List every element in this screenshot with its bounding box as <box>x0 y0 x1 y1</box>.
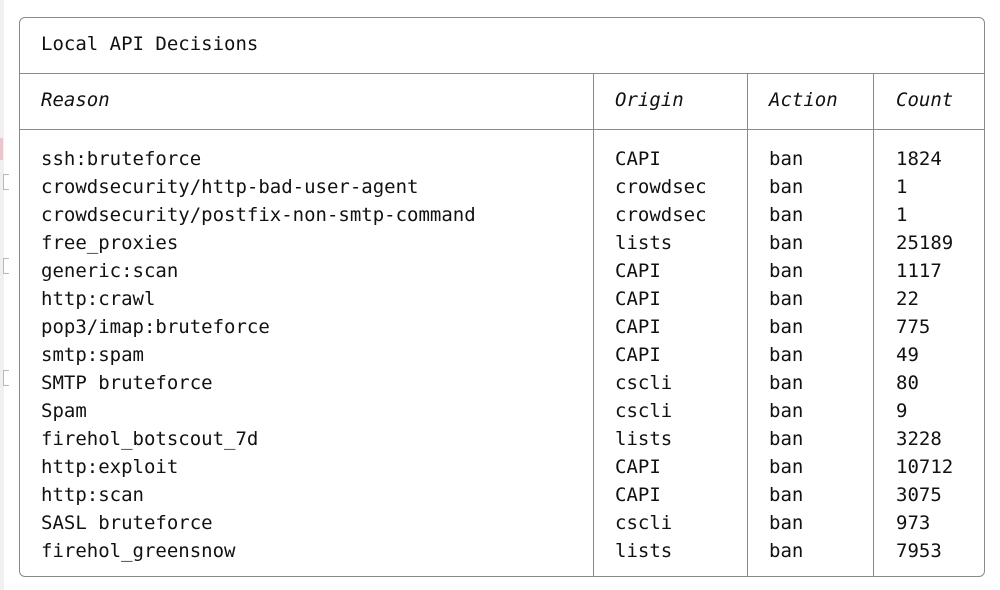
table-row: crowdsecurity/postfix-non-smtp-command c… <box>20 201 984 229</box>
cell-reason: firehol_greensnow <box>41 540 236 562</box>
cell-action: ban <box>769 512 804 534</box>
header-origin: Origin <box>615 89 684 111</box>
cell-origin: CAPI <box>615 344 661 366</box>
cell-action: ban <box>769 456 804 478</box>
cell-origin: cscli <box>615 372 673 394</box>
table-row: http:crawl CAPI ban 22 <box>20 285 984 313</box>
cell-origin: cscli <box>615 400 673 422</box>
cell-action: ban <box>769 204 804 226</box>
cell-reason: Spam <box>41 400 87 422</box>
table-row: SMTP bruteforce cscli ban 80 <box>20 369 984 397</box>
cell-action: ban <box>769 260 804 282</box>
decisions-table-frame: Local API Decisions Reason Origin Action… <box>19 17 985 577</box>
table-title: Local API Decisions <box>41 33 259 55</box>
cell-reason: SMTP bruteforce <box>41 372 213 394</box>
terminal-marker <box>0 138 3 160</box>
table-row: pop3/imap:bruteforce CAPI ban 775 <box>20 313 984 341</box>
cell-action: ban <box>769 484 804 506</box>
cell-count: 3228 <box>896 428 942 450</box>
header-reason: Reason <box>41 89 110 111</box>
cell-count: 973 <box>896 512 931 534</box>
cell-action: ban <box>769 288 804 310</box>
cell-origin: CAPI <box>615 288 661 310</box>
cell-origin: lists <box>615 540 673 562</box>
cell-origin: CAPI <box>615 456 661 478</box>
table-row: smtp:spam CAPI ban 49 <box>20 341 984 369</box>
cell-count: 1 <box>896 176 908 198</box>
cell-origin: CAPI <box>615 148 661 170</box>
cell-count: 3075 <box>896 484 942 506</box>
table-row: http:exploit CAPI ban 10712 <box>20 453 984 481</box>
cell-count: 1824 <box>896 148 942 170</box>
table-header-row <box>20 74 984 130</box>
cell-action: ban <box>769 232 804 254</box>
table-title-bar: Local API Decisions <box>20 18 984 74</box>
cell-action: ban <box>769 428 804 450</box>
cell-reason: crowdsecurity/postfix-non-smtp-command <box>41 204 476 226</box>
header-action: Action <box>769 89 838 111</box>
table-row: generic:scan CAPI ban 1117 <box>20 257 984 285</box>
cell-origin: CAPI <box>615 484 661 506</box>
cell-reason: free_proxies <box>41 232 179 254</box>
cell-count: 80 <box>896 372 919 394</box>
cell-action: ban <box>769 148 804 170</box>
cell-count: 1117 <box>896 260 942 282</box>
table-row: ssh:bruteforce CAPI ban 1824 <box>20 145 984 173</box>
cell-count: 25189 <box>896 232 954 254</box>
cell-action: ban <box>769 344 804 366</box>
gutter-bracket-mark <box>3 174 9 190</box>
column-divider <box>593 74 594 576</box>
cell-origin: CAPI <box>615 260 661 282</box>
terminal-left-edge <box>0 0 4 590</box>
table-row: firehol_botscout_7d lists ban 3228 <box>20 425 984 453</box>
table-row: SASL bruteforce cscli ban 973 <box>20 509 984 537</box>
header-count: Count <box>896 89 954 111</box>
table-body: ssh:bruteforce CAPI ban 1824 crowdsecuri… <box>20 145 984 565</box>
cell-reason: generic:scan <box>41 260 179 282</box>
table-row: crowdsecurity/http-bad-user-agent crowds… <box>20 173 984 201</box>
cell-count: 49 <box>896 344 919 366</box>
cell-origin: lists <box>615 428 673 450</box>
cell-count: 9 <box>896 400 908 422</box>
gutter-bracket-mark <box>3 370 9 386</box>
cell-count: 10712 <box>896 456 954 478</box>
cell-origin: CAPI <box>615 316 661 338</box>
column-divider <box>873 74 874 576</box>
cell-origin: crowdsec <box>615 204 707 226</box>
table-row: free_proxies lists ban 25189 <box>20 229 984 257</box>
cell-action: ban <box>769 316 804 338</box>
column-divider <box>747 74 748 576</box>
cell-action: ban <box>769 372 804 394</box>
cell-reason: http:crawl <box>41 288 156 310</box>
table-row: http:scan CAPI ban 3075 <box>20 481 984 509</box>
cell-reason: SASL bruteforce <box>41 512 213 534</box>
cell-count: 1 <box>896 204 908 226</box>
cell-reason: crowdsecurity/http-bad-user-agent <box>41 176 419 198</box>
cell-origin: lists <box>615 232 673 254</box>
cell-reason: http:scan <box>41 484 144 506</box>
cell-action: ban <box>769 540 804 562</box>
cell-count: 7953 <box>896 540 942 562</box>
cell-reason: pop3/imap:bruteforce <box>41 316 270 338</box>
cell-origin: crowdsec <box>615 176 707 198</box>
cell-count: 22 <box>896 288 919 310</box>
cell-action: ban <box>769 400 804 422</box>
cell-reason: smtp:spam <box>41 344 144 366</box>
cell-reason: http:exploit <box>41 456 179 478</box>
gutter-bracket-mark <box>3 258 9 274</box>
table-row: Spam cscli ban 9 <box>20 397 984 425</box>
cell-reason: firehol_botscout_7d <box>41 428 259 450</box>
cell-count: 775 <box>896 316 931 338</box>
table-row: firehol_greensnow lists ban 7953 <box>20 537 984 565</box>
cell-origin: cscli <box>615 512 673 534</box>
cell-action: ban <box>769 176 804 198</box>
cell-reason: ssh:bruteforce <box>41 148 202 170</box>
